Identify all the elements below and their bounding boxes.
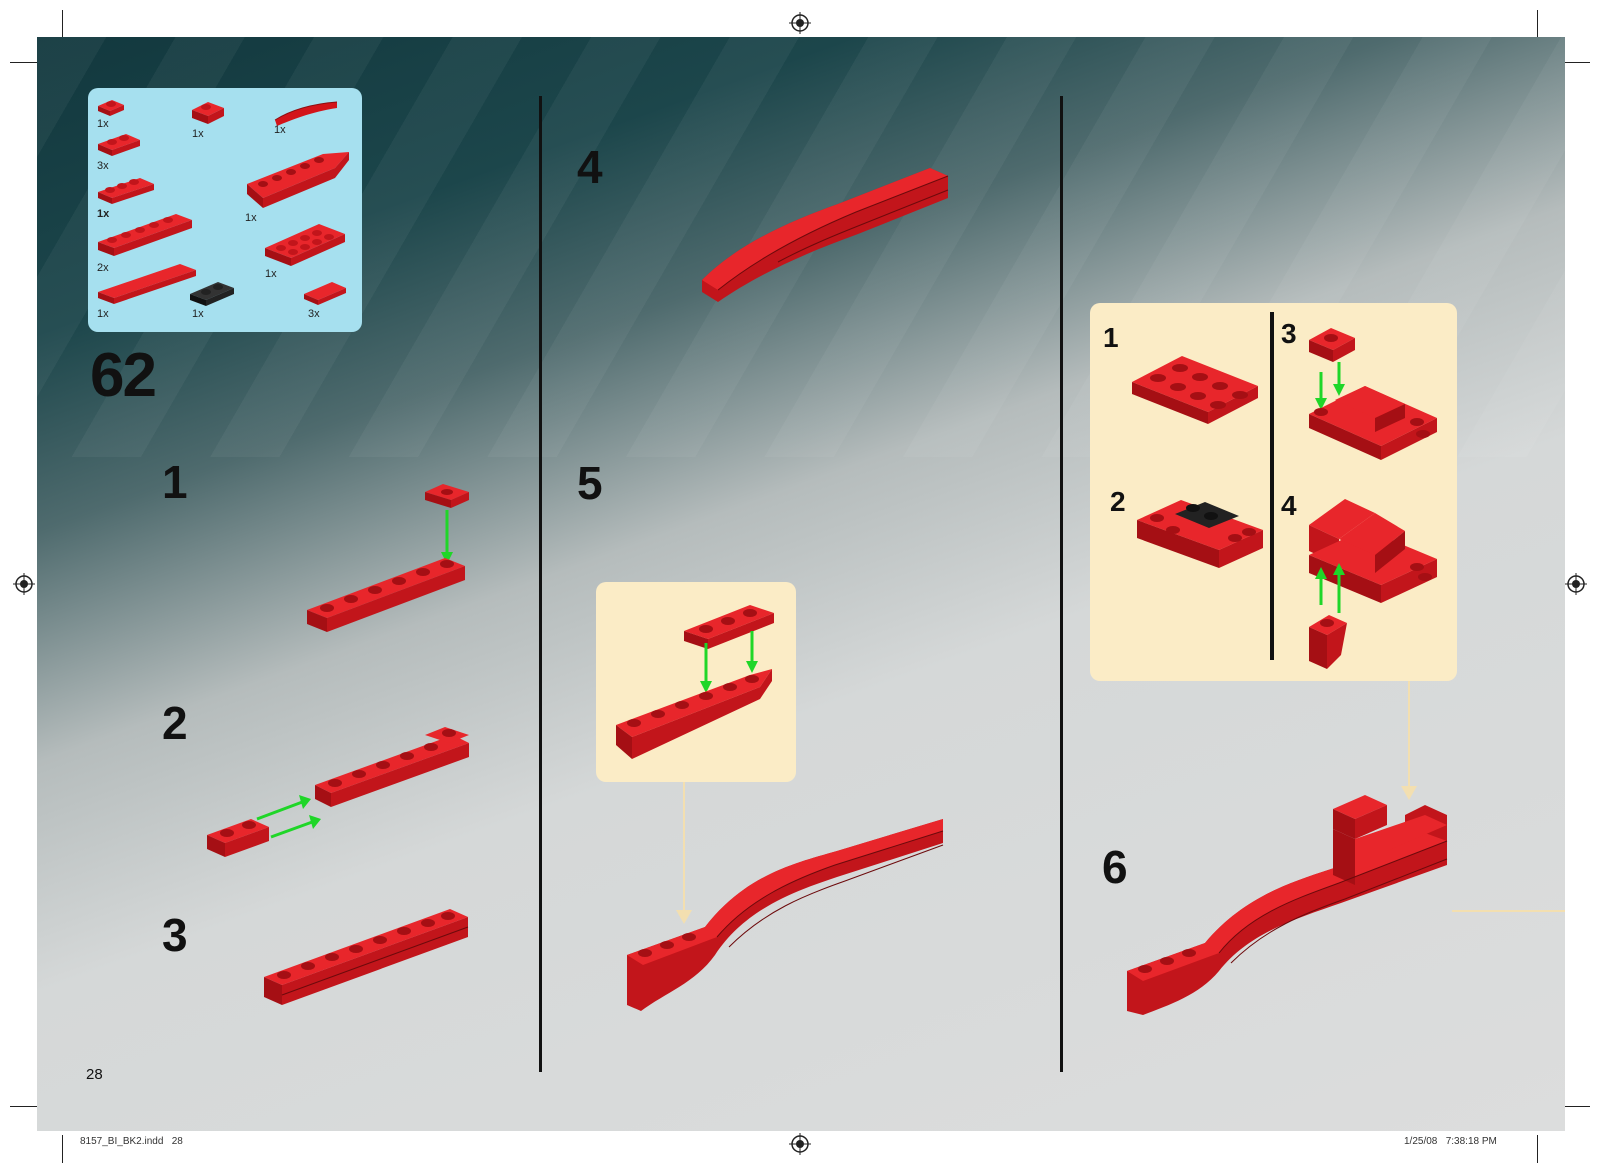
- callout-sub-3-illustration: [1305, 322, 1445, 472]
- callout-step-number: 3: [1281, 318, 1297, 350]
- part-qty: 3x: [308, 308, 320, 320]
- part-plate-1x2-icon: [96, 132, 142, 158]
- part-qty: 3x: [97, 160, 109, 172]
- part-qty: 1x: [245, 212, 257, 224]
- part-qty: 1x: [97, 308, 109, 320]
- callout-sub-4-illustration: [1305, 485, 1445, 675]
- crop-mark: [1537, 1135, 1538, 1163]
- callout-sub-2-illustration: [1135, 490, 1267, 580]
- part-tile-1x2-icon: [302, 280, 348, 306]
- registration-mark-icon: [13, 573, 35, 595]
- part-qty: 1x: [265, 268, 277, 280]
- substep-5-illustration: [625, 815, 955, 1015]
- part-qty: 1x: [97, 118, 109, 130]
- registration-mark-icon: [789, 1133, 811, 1155]
- crop-mark: [62, 10, 63, 38]
- part-qty: 1x: [274, 124, 286, 136]
- substep-number: 4: [577, 140, 603, 194]
- crop-mark: [10, 62, 38, 63]
- callout-step-number: 4: [1281, 490, 1297, 522]
- crop-mark: [1562, 1106, 1590, 1107]
- callout-step-number: 2: [1110, 486, 1126, 518]
- next-page-connector: [1452, 910, 1565, 912]
- crop-mark: [1562, 62, 1590, 63]
- page-number: 28: [86, 1066, 103, 1083]
- substep-number: 6: [1102, 840, 1128, 894]
- part-plate-1x1-icon: [96, 96, 126, 118]
- column-divider: [539, 96, 542, 1072]
- part-plate-1x4-icon: [96, 176, 156, 206]
- substep-number: 5: [577, 456, 603, 510]
- part-wedge-plate-icon: [243, 148, 353, 212]
- substep-5-callout-illustration: [610, 595, 790, 775]
- substep-number: 2: [162, 696, 188, 750]
- footer-timestamp: 1/25/08 7:38:18 PM: [1404, 1136, 1497, 1147]
- part-black-plate-icon: [188, 280, 236, 308]
- substep-1-illustration: [305, 480, 475, 650]
- substep-number: 3: [162, 908, 188, 962]
- crop-mark: [10, 1106, 38, 1107]
- part-plate-2x4-icon: [263, 218, 347, 272]
- callout-step-number: 1: [1103, 322, 1119, 354]
- parts-list-panel: 1x 1x 1x 3x 1x 1x 2x 1x 1x 1x 3x: [88, 88, 362, 332]
- footer-file-slug: 8157_BI_BK2.indd 28: [80, 1136, 183, 1147]
- registration-mark-icon: [789, 12, 811, 34]
- substep-6-illustration: [1125, 775, 1455, 1015]
- substep-4-illustration: [698, 162, 952, 307]
- crop-mark: [62, 1135, 63, 1163]
- callout-sub-1-illustration: [1130, 350, 1262, 430]
- substep-number: 1: [162, 455, 188, 509]
- step-number: 62: [90, 340, 155, 411]
- callout-divider: [1270, 312, 1274, 660]
- crop-mark: [1537, 10, 1538, 38]
- part-qty: 1x: [192, 308, 204, 320]
- part-qty: 1x: [192, 128, 204, 140]
- substep-3-illustration: [262, 905, 474, 1015]
- substep-2-illustration: [205, 725, 475, 860]
- registration-mark-icon: [1565, 573, 1587, 595]
- part-slope-icon: [188, 96, 228, 126]
- part-tile-1x6-icon: [96, 260, 200, 308]
- part-plate-1x6-icon: [96, 210, 196, 260]
- callout-arrowhead-icon: [676, 910, 692, 926]
- column-divider: [1060, 96, 1063, 1072]
